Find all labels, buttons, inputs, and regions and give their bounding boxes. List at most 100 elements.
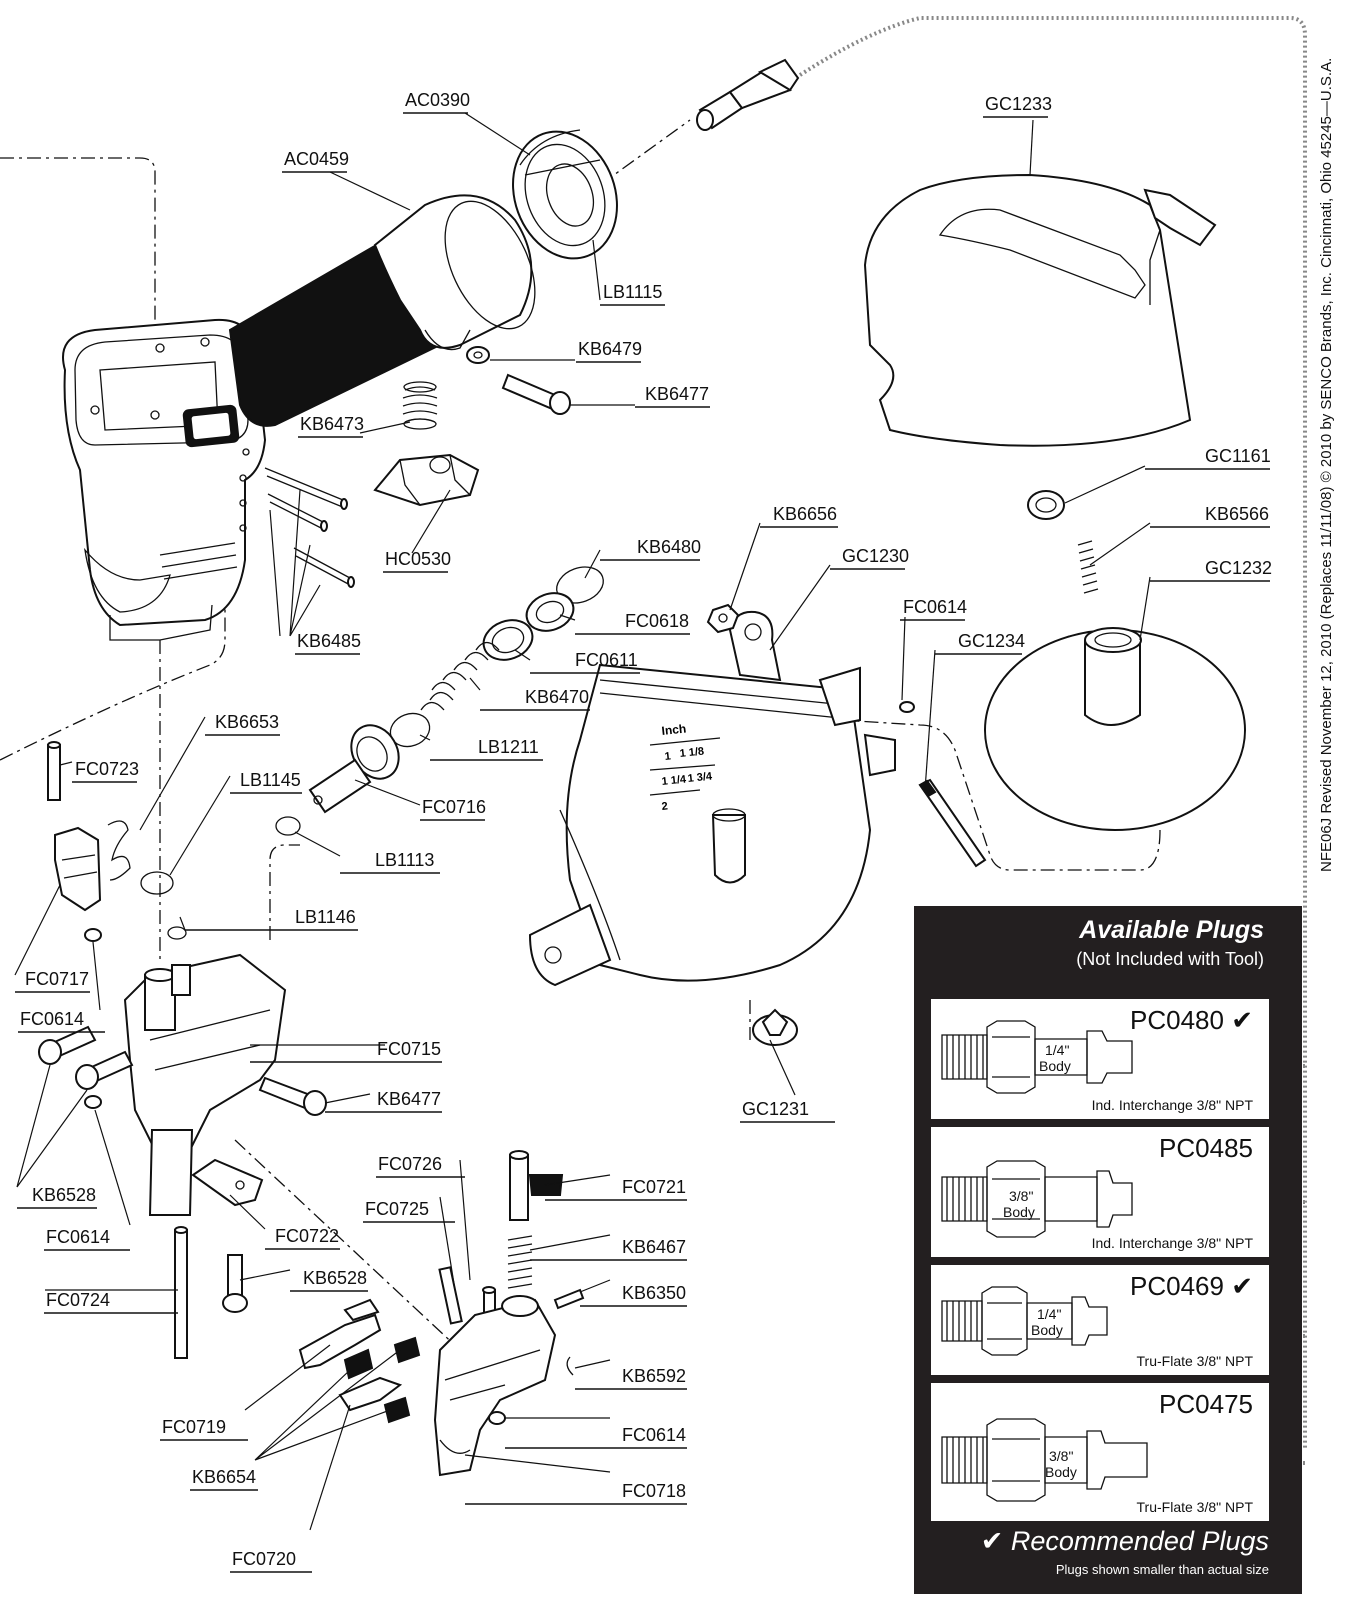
assembly-line-6 [234, 1139, 461, 1351]
label-fc0723: FC0723 [75, 759, 139, 779]
bolt-kb6477-top [501, 373, 571, 415]
plug-description: Tru-Flate 3/8" NPT [1136, 1353, 1253, 1369]
check-icon: ✔ [1231, 1271, 1253, 1301]
clip-fc0614-b [84, 928, 102, 942]
assembly-line-4 [269, 844, 300, 940]
spring-kb6467 [507, 1235, 533, 1289]
label-fc0614-c: FC0614 [46, 1227, 110, 1247]
label-kb6654: KB6654 [192, 1467, 256, 1487]
plug-card-pc0485: PC0485 3/8" Body Ind. Interchange 3/8" N… [931, 1127, 1269, 1257]
air-line-dotted [798, 16, 1307, 1450]
svg-text:Body: Body [1045, 1464, 1077, 1480]
plugs-footnote: Plugs shown smaller than actual size [1055, 1562, 1269, 1577]
drive-housing [62, 318, 267, 641]
plug-description: Tru-Flate 3/8" NPT [1136, 1499, 1253, 1515]
gauge-mark-1: 1 [664, 750, 671, 763]
label-kb6653: KB6653 [215, 712, 279, 732]
label-gc1231: GC1231 [742, 1099, 809, 1119]
plug-card-pc0475: PC0475 3/8" Body Tru-Flate 3/8" NPT [931, 1383, 1269, 1521]
part-labels: AC0390 AC0459 LB1115 KB6479 KB6477 GC123… [15, 90, 1272, 1573]
label-fc0614-b: FC0614 [20, 1009, 84, 1029]
label-kb6480: KB6480 [637, 537, 701, 557]
check-icon: ✔ [1231, 1005, 1253, 1035]
screw-kb6528-b [222, 1254, 248, 1313]
nut-kb6656 [706, 603, 740, 634]
air-fitting [696, 58, 800, 131]
oring-lb1146 [167, 926, 187, 940]
label-kb6473: KB6473 [300, 414, 364, 434]
piston-fc0716 [308, 724, 400, 814]
clip-fc0614-d [488, 1411, 506, 1425]
label-lb1113: LB1113 [375, 850, 434, 870]
label-fc0726: FC0726 [378, 1154, 442, 1174]
available-plugs-panel: Available Plugs (Not Included with Tool)… [914, 906, 1302, 1594]
plug-drawing: 1/4" Body [941, 1020, 1133, 1094]
gauge-mark-3: 1 1/4 [661, 773, 687, 788]
label-fc0716: FC0716 [422, 797, 486, 817]
label-kb6592: KB6592 [622, 1366, 686, 1386]
svg-text:3/8": 3/8" [1049, 1448, 1073, 1464]
svg-text:1/4": 1/4" [1045, 1042, 1069, 1058]
label-gc1161: GC1161 [1205, 446, 1271, 466]
knob-gc1231 [752, 1008, 798, 1046]
label-kb6350: KB6350 [622, 1283, 686, 1303]
plug-description: Ind. Interchange 3/8" NPT [1091, 1097, 1253, 1113]
lever-fc0720 [338, 1376, 403, 1412]
plug-card-pc0469: PC0469 ✔ 1/4" Body Tru-Flate 3/8" NPT [931, 1265, 1269, 1375]
label-kb6485: KB6485 [297, 631, 361, 651]
seal-fc0611 [482, 619, 534, 661]
handle-grip [228, 194, 536, 427]
label-fc0725: FC0725 [365, 1199, 429, 1219]
oring-lb1113 [275, 816, 301, 836]
label-fc0724: FC0724 [46, 1290, 110, 1310]
label-gc1230: GC1230 [842, 546, 909, 566]
label-ac0459: AC0459 [284, 149, 349, 169]
plug-card-pc0480: PC0480 ✔ 1/4" Body Ind. Interchange 3/8"… [931, 999, 1269, 1119]
plug-code: PC0469 ✔ [1130, 1271, 1253, 1301]
gauge-mark-5: 2 [661, 800, 668, 813]
label-gc1232: GC1232 [1205, 558, 1272, 578]
bracket-fc0717 [54, 826, 102, 912]
label-kb6656: KB6656 [773, 504, 837, 524]
label-gc1234: GC1234 [958, 631, 1025, 651]
gauge-mark-4: 1 3/4 [687, 770, 713, 785]
plugs-panel-subtitle: (Not Included with Tool) [1076, 949, 1264, 969]
label-lb1145: LB1145 [240, 770, 301, 790]
pin-kb6350 [553, 1288, 585, 1310]
assembly-line-1 [0, 157, 156, 350]
label-lb1146: LB1146 [295, 907, 356, 927]
assembly-line-7 [839, 719, 1161, 871]
eclip-kb6592 [566, 1356, 574, 1376]
plug-code: PC0485 [1159, 1133, 1253, 1163]
clip-fc0614-c [84, 1095, 102, 1109]
label-fc0718: FC0718 [622, 1481, 686, 1501]
washer-gc1161 [1027, 490, 1065, 520]
plug-code: PC0480 ✔ [1130, 1005, 1253, 1035]
washer-kb6479 [466, 346, 490, 364]
assembly-line-3 [0, 590, 226, 761]
rod-fc0724 [174, 1226, 188, 1359]
plug-code: PC0475 [1159, 1389, 1253, 1419]
plug-drawing: 3/8" Body [941, 1418, 1148, 1502]
label-fc0722: FC0722 [275, 1226, 339, 1246]
label-gc1233: GC1233 [985, 94, 1052, 114]
lever-fc0719 [298, 1298, 382, 1370]
label-kb6477-top: KB6477 [645, 384, 709, 404]
pin-fc0723 [47, 741, 61, 801]
oring-lb1145 [140, 871, 174, 895]
latch-hc0530 [373, 453, 480, 507]
label-kb6467: KB6467 [622, 1237, 686, 1257]
label-kb6477-mid: KB6477 [377, 1089, 441, 1109]
spring-kb6473 [402, 381, 438, 430]
document-revision-text: NFE06J Revised November 12, 2010 (Replac… [1318, 57, 1335, 872]
recommended-plugs-label: ✔ Recommended Plugs [980, 1526, 1269, 1556]
label-fc0614-a: FC0614 [903, 597, 967, 617]
gauge-mark-2: 1 1/8 [679, 745, 705, 759]
svg-text:Body: Body [1039, 1058, 1071, 1074]
pin-fc0726 [438, 1266, 463, 1325]
label-kb6470: KB6470 [525, 687, 589, 707]
label-kb6528-a: KB6528 [32, 1185, 96, 1205]
coil-cover-gc1233 [863, 173, 1217, 447]
bolt-kb6477-mid [258, 1076, 327, 1116]
plug-description: Ind. Interchange 3/8" NPT [1091, 1235, 1253, 1251]
